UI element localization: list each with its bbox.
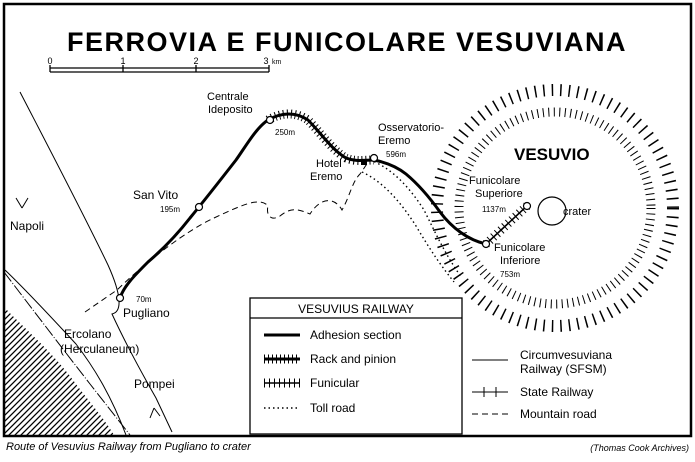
station-marker-osservatorio [369,153,379,163]
herculaneum-label: (Herculaneum) [60,342,139,356]
legend-adhesion-label: Adhesion section [310,328,401,342]
toll-road-2 [361,171,455,283]
adhesion-section [118,118,269,299]
scale-tick-2: 2 [193,56,198,66]
legend-mountain-label: Mountain road [520,407,597,421]
legend-funicular-label: Funicular [310,376,359,390]
pompei-label: Pompei [134,377,175,391]
fun-sup-label-2: Superiore [475,188,523,200]
hotel-eremo-marker [361,159,367,165]
legend-state-label: State Railway [520,385,593,399]
pugliano-label: Pugliano [123,306,170,320]
station-marker-fun-inf [481,239,491,249]
pugliano-elev: 70m [136,295,152,304]
hotel-label-2: Eremo [310,171,342,183]
state-railway-line [3,271,131,436]
san-vito-elev: 195m [160,205,180,214]
toll-road [369,159,463,279]
funicular-line [485,204,529,245]
station-marker-san-vito [194,202,204,212]
circumvesuviana-line [19,91,173,433]
scale-tick-1: 1 [120,56,125,66]
fun-inf-label-1: Funicolare [494,242,545,254]
rack-teeth [265,109,375,165]
map-frame [2,2,693,438]
napoli-arrow [15,197,29,209]
crater-outline [537,196,567,226]
rack-section [267,112,375,162]
station-marker-centrale [265,115,275,125]
legend-rack-label: Rack and pinion [310,352,396,366]
centrale-label-2: Ideposito [208,104,253,116]
legend: VESUVIUS RAILWAY Adhesion section Rack a… [249,297,463,435]
map-title: FERROVIA E FUNICOLARE VESUVIANA [67,27,627,57]
coastline [4,269,127,436]
map-credit: (Thomas Cook Archives) [590,443,689,453]
osservatorio-elev: 596m [386,150,406,159]
station-marker-pugliano [115,293,125,303]
legend-circum-label-1: Circumvesuviana [520,348,612,362]
centrale-label-1: Centrale [207,91,249,103]
ercolano-label: Ercolano [64,327,112,341]
san-vito-label: San Vito [133,188,178,202]
legend-secondary: Circumvesuviana Railway (SFSM) State Rai… [472,348,612,421]
hotel-label-1: Hotel [316,158,342,170]
crater-label: crater [563,206,591,218]
centrale-elev: 250m [275,128,295,137]
legend-toll-label: Toll road [310,401,355,415]
scale-bar: 0 1 2 3 km [47,56,282,73]
fun-sup-elev: 1137m [482,205,506,214]
station-marker-fun-sup [522,201,532,211]
osservatorio-label-2: Eremo [378,135,410,147]
adhesion-section-2 [373,158,487,246]
sea [5,308,114,435]
map-caption: Route of Vesuvius Railway from Pugliano … [6,441,251,453]
scale-tick-0: 0 [47,56,52,66]
napoli-label: Napoli [10,219,44,233]
legend-circum-label-2: Railway (SFSM) [520,362,607,376]
scale-unit: km [272,59,282,66]
fun-inf-label-2: Inferiore [500,255,540,267]
pompei-arrow [149,407,161,419]
vesuvius-outline [431,84,679,332]
legend-title: VESUVIUS RAILWAY [298,302,414,316]
scale-tick-3: 3 [263,56,268,66]
vesuvio-label: VESUVIO [514,145,590,164]
fun-sup-label-1: Funicolare [469,175,520,187]
osservatorio-label-1: Osservatorio- [378,122,444,134]
fun-inf-elev: 753m [500,270,520,279]
